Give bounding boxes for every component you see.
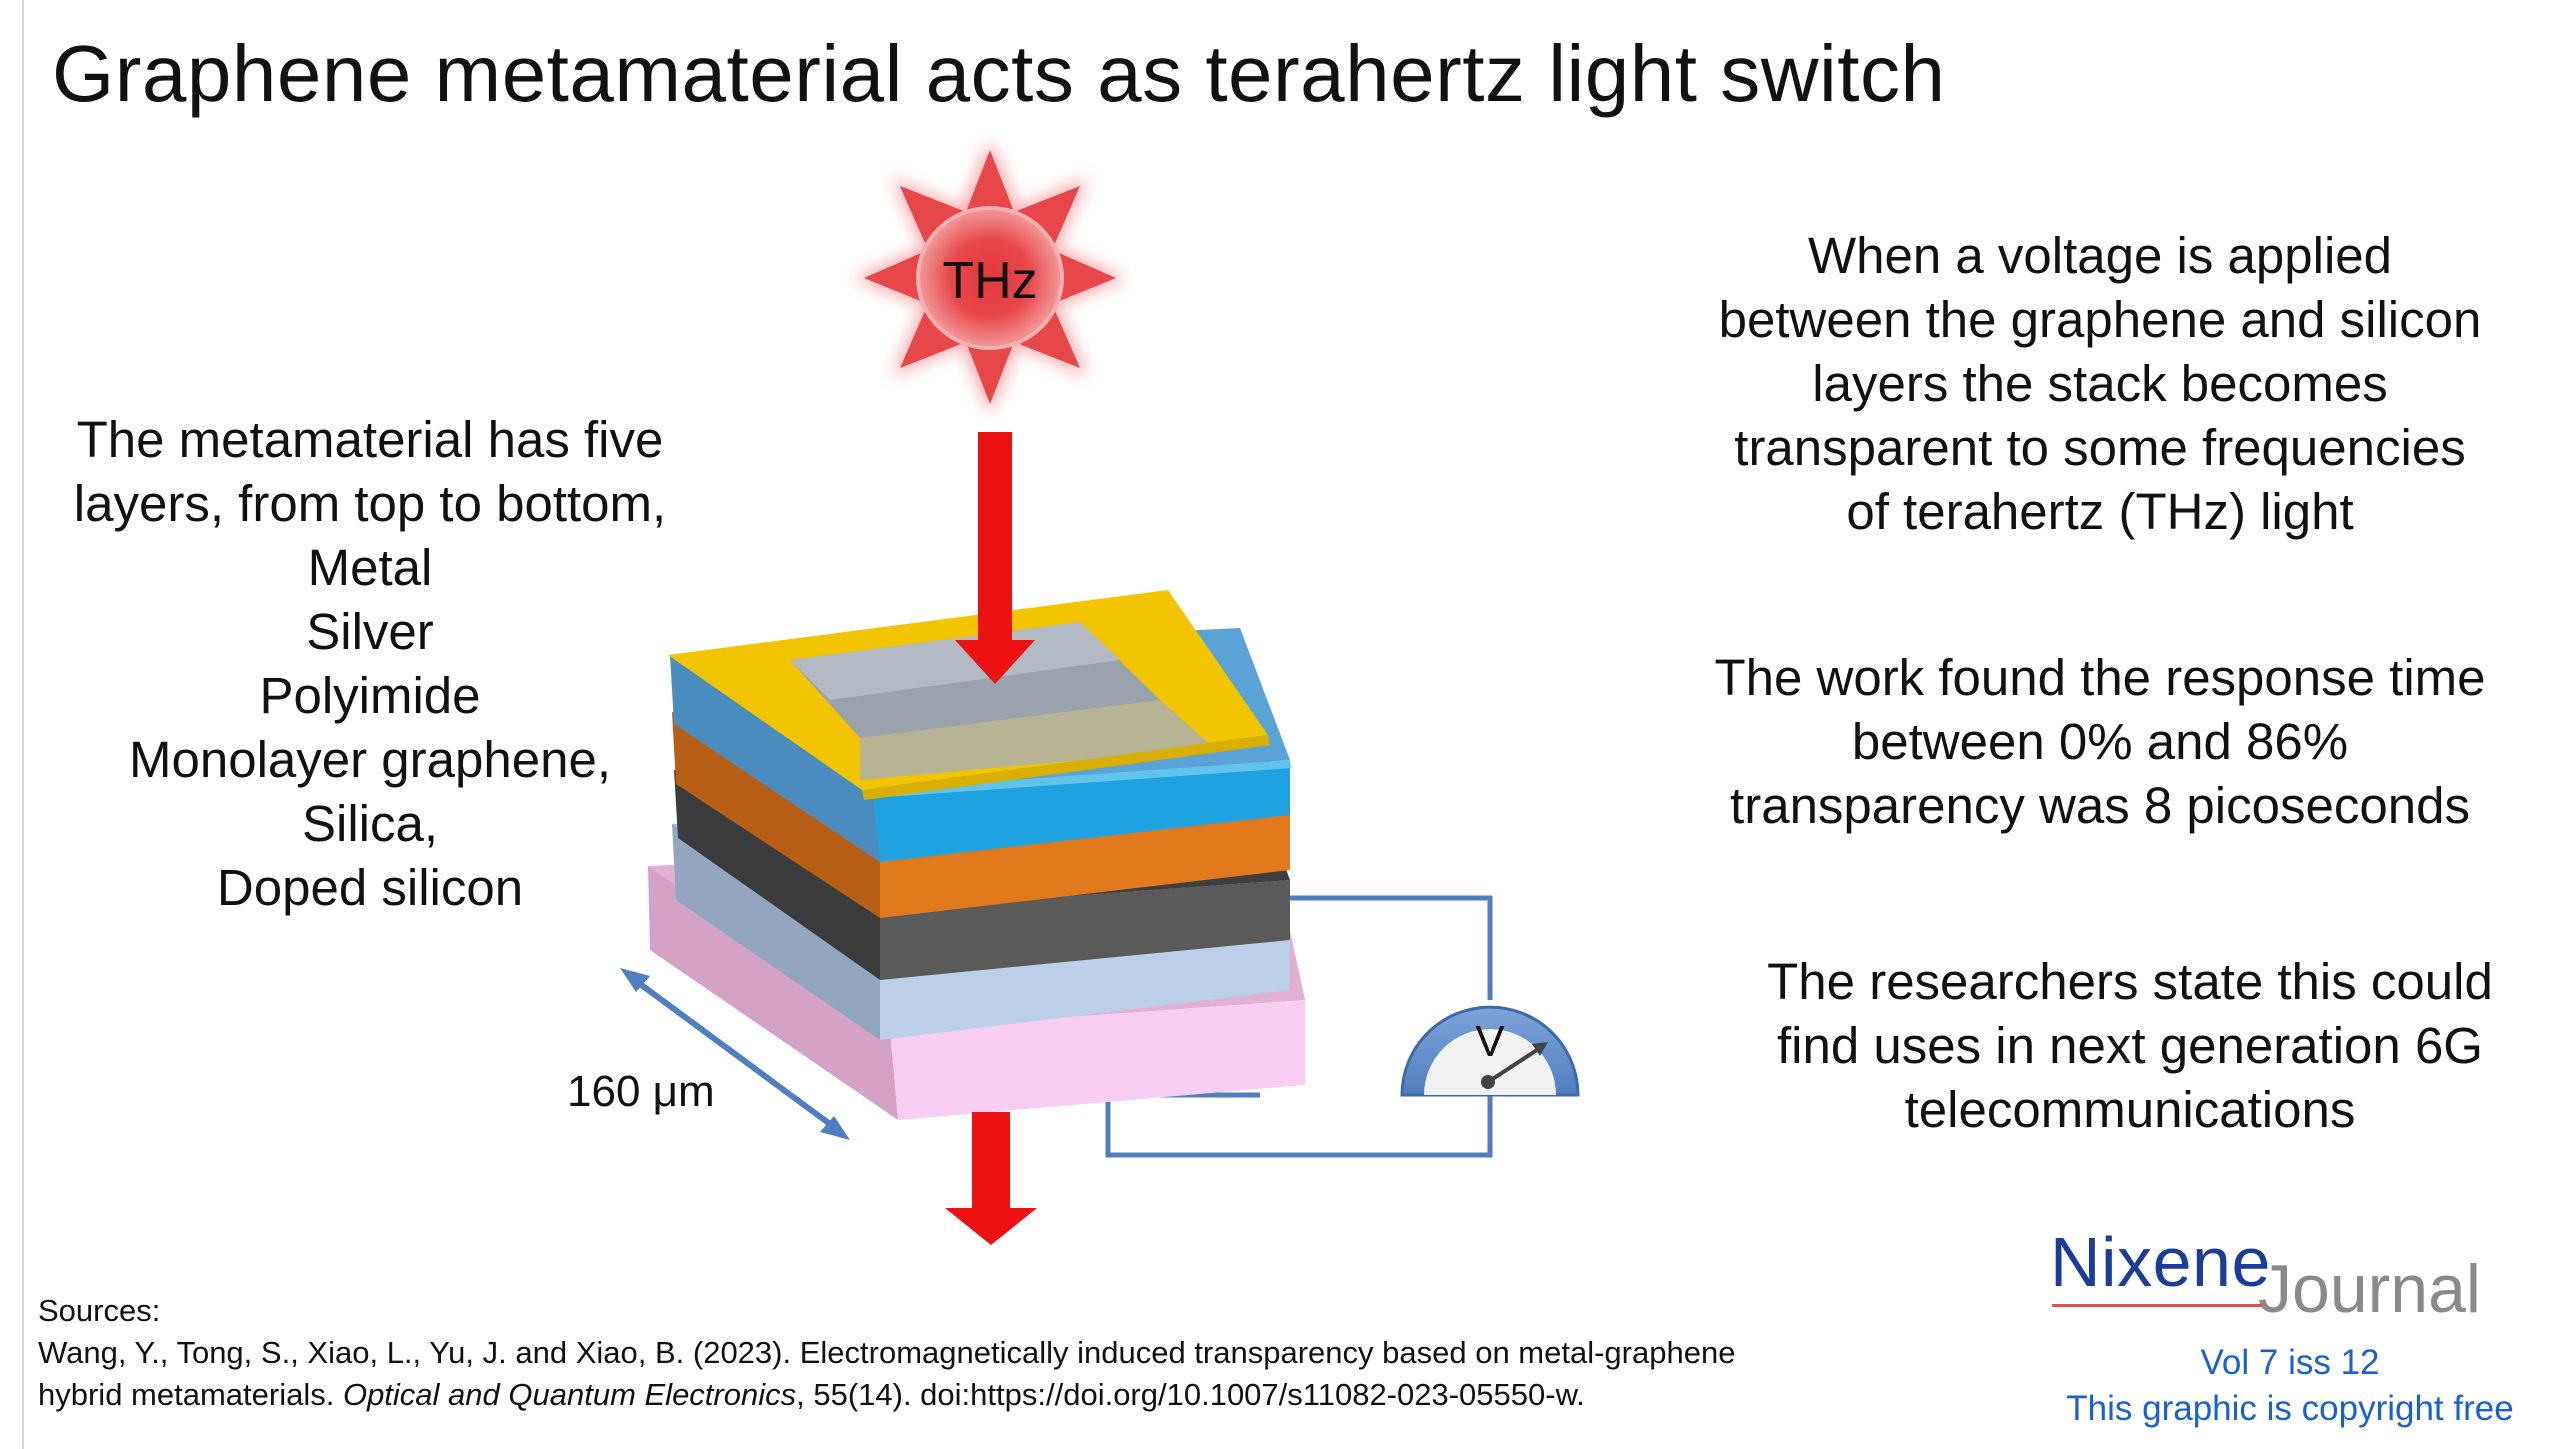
text-line: Silica, (301, 795, 439, 852)
text-line: between the graphene and silicon (1718, 291, 2482, 348)
dimension-label: 160 μm (567, 1067, 715, 1116)
text-line: transparency was 8 picoseconds (1730, 777, 2470, 834)
left-frame-line (22, 0, 24, 1449)
thz-source-icon: THz (854, 140, 1126, 414)
sources-citation-line1: Wang, Y., Tong, S., Xiao, L., Yu, J. and… (38, 1335, 1736, 1370)
metal-layer (668, 590, 1270, 800)
layers-description: The metamaterial has five layers, from t… (40, 408, 700, 920)
layer-stack (648, 590, 1305, 1120)
text-line: Monolayer graphene, (129, 731, 611, 788)
outgoing-arrow (945, 1112, 1037, 1245)
text-line: When a voltage is applied (1807, 227, 2393, 284)
text-line: layers, from top to bottom, (73, 475, 667, 532)
logo-suffix: Journal (2258, 1251, 2482, 1327)
voltmeter-label: V (1475, 1017, 1505, 1066)
sources-block: Sources: Wang, Y., Tong, S., Xiao, L., Y… (38, 1290, 1938, 1416)
response-time-description: The work found the response time between… (1660, 646, 2540, 838)
sources-heading: Sources: (38, 1293, 161, 1328)
text-line: find uses in next generation 6G (1777, 1017, 2483, 1074)
issue-info: Vol 7 iss 12 This graphic is copyright f… (2040, 1340, 2540, 1432)
text-line: Metal (307, 539, 433, 596)
text-line: layers the stack becomes (1812, 355, 2388, 412)
text-line: The researchers state this could (1767, 953, 2493, 1010)
voltage-description: When a voltage is applied between the gr… (1660, 224, 2540, 544)
issue-number: Vol 7 iss 12 (2200, 1343, 2380, 1382)
text-line: The metamaterial has five (76, 411, 664, 468)
text-line: transparent to some frequencies (1734, 419, 2466, 476)
uses-description: The researchers state this could find us… (1700, 950, 2560, 1142)
text-line: between 0% and 86% (1851, 713, 2349, 770)
nixene-journal-logo: Nixene Journal (2050, 1222, 2530, 1327)
journal-name: Optical and Quantum Electronics (342, 1377, 797, 1412)
thz-label: THz (942, 252, 1037, 310)
text-line: Doped silicon (216, 859, 524, 916)
copyright-note: This graphic is copyright free (2066, 1389, 2514, 1428)
logo-underline (2052, 1304, 2262, 1307)
dimension-arrow (620, 968, 850, 1140)
page-title: Graphene metamaterial acts as terahertz … (52, 29, 1946, 118)
text-line: Polyimide (259, 667, 481, 724)
logo-name: Nixene (2050, 1223, 2271, 1301)
text-line: The work found the response time (1714, 649, 2486, 706)
incoming-arrow (955, 432, 1035, 684)
citation-doi: , 55(14). doi:https://doi.org/10.1007/s1… (796, 1377, 1585, 1412)
sources-citation-line2: hybrid metamaterials. Optical and Quantu… (38, 1374, 1938, 1416)
text-line: Silver (306, 603, 434, 660)
voltmeter-icon: V (1400, 1005, 1580, 1097)
text-line: telecommunications (1904, 1081, 2356, 1138)
text-line: of terahertz (THz) light (1846, 483, 2354, 540)
citation-title-end: hybrid metamaterials. (38, 1377, 343, 1412)
